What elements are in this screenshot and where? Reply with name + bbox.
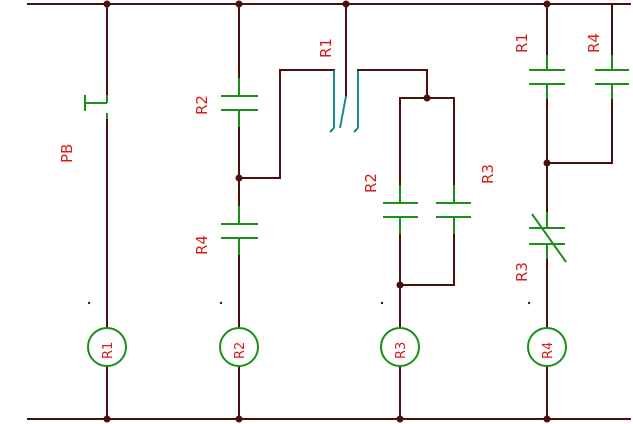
coil-r1: R1 — [87, 327, 127, 367]
contact-r3-nc-rung4 — [529, 212, 567, 263]
switch-r1-label: R1 — [317, 38, 335, 58]
contact-r1-rung4-label: R1 — [513, 33, 531, 53]
contact-r2-rung2-label: R2 — [193, 95, 211, 115]
rung-3 — [383, 97, 471, 420]
pushbutton-pb[interactable] — [84, 95, 108, 120]
rung-4 — [529, 3, 629, 420]
contact-r4-rung4-label: R4 — [585, 33, 603, 53]
contact-r4-rung2 — [221, 206, 258, 256]
contact-r1-rung4 — [529, 55, 565, 100]
switch-r1 — [329, 3, 359, 133]
terminal-marks — [87, 301, 531, 305]
contact-r2-rung3-label: R2 — [362, 173, 380, 193]
contact-r3-rung3 — [436, 185, 471, 235]
coil-r3-label: R3 — [394, 342, 409, 359]
coil-r4: R4 — [527, 327, 567, 367]
rung-1 — [84, 3, 108, 420]
junction-dots — [103, 0, 551, 423]
rung-2 — [221, 3, 335, 420]
coil-r2: R2 — [219, 327, 259, 367]
contact-r4-rung4 — [595, 55, 629, 100]
coil-r1-label: R1 — [101, 342, 116, 359]
coil-r2-label: R2 — [233, 342, 248, 359]
contact-r3-rung3-label: R3 — [479, 164, 497, 184]
coil-r3: R3 — [380, 327, 420, 367]
contact-r2-rung2 — [221, 78, 258, 128]
coil-r4-label: R4 — [541, 342, 556, 359]
contact-r2-rung3 — [383, 185, 418, 235]
contact-r3-nc-rung4-label: R3 — [513, 262, 531, 282]
contact-r4-rung2-label: R4 — [193, 235, 211, 255]
pb-label: PB — [58, 144, 76, 163]
